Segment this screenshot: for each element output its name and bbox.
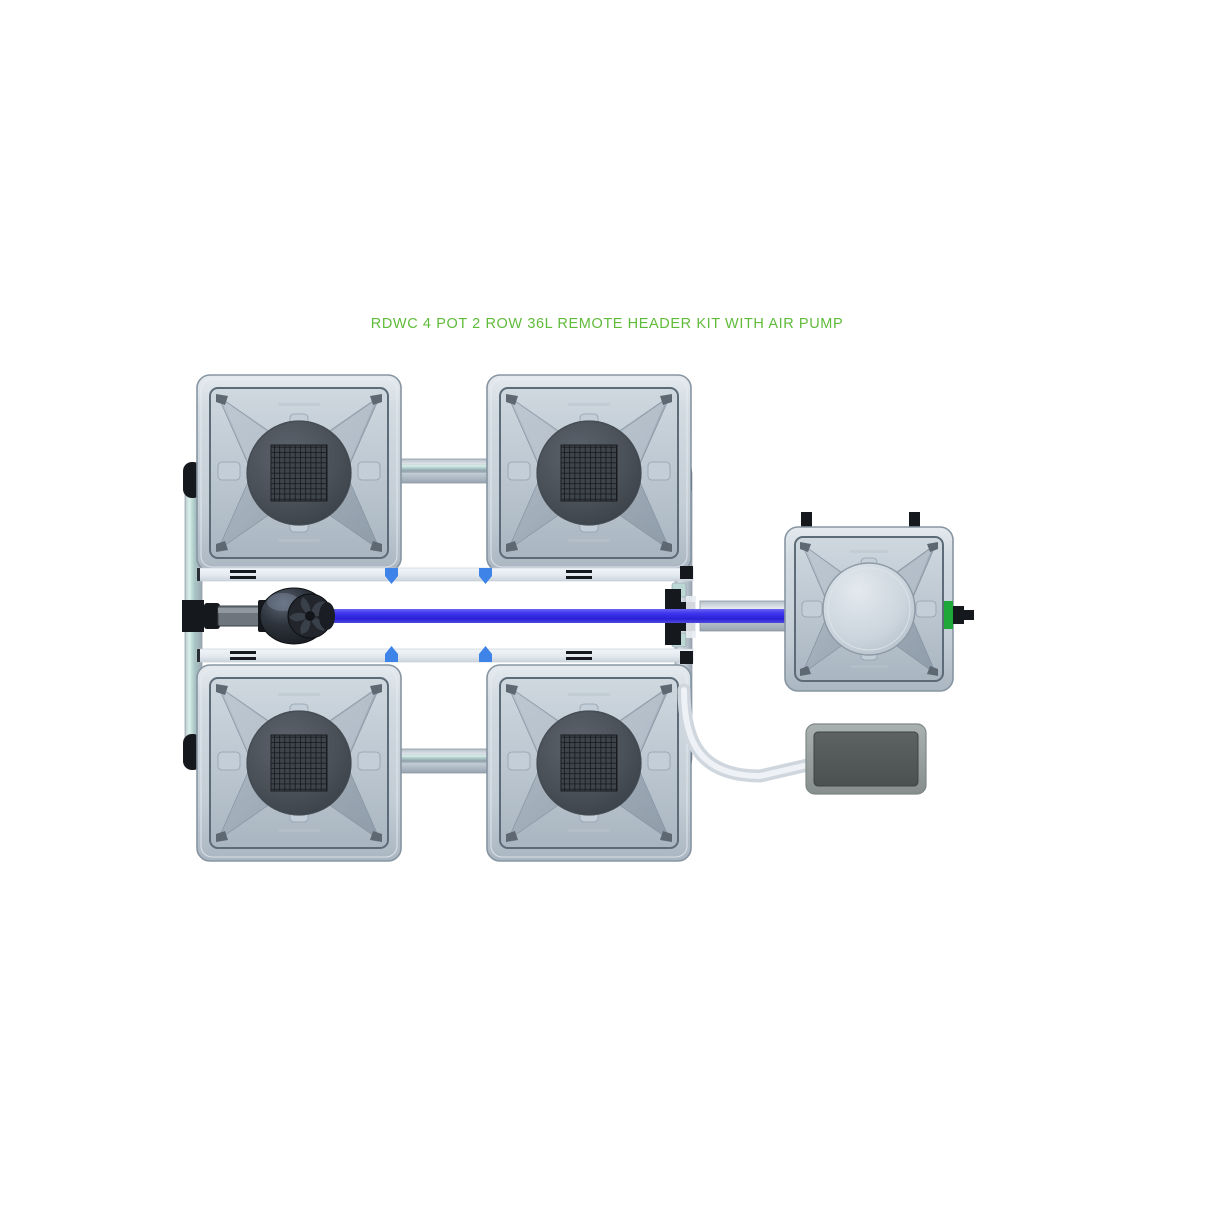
pot-top-right[interactable] — [486, 374, 692, 572]
connector-pipe-bottom — [395, 748, 493, 774]
bottom-manifold-bar — [196, 646, 694, 664]
top-manifold-bar — [196, 566, 694, 584]
pot-bottom-left[interactable] — [196, 664, 402, 862]
pot-bottom-right[interactable] — [486, 664, 692, 862]
air-pump[interactable] — [805, 723, 927, 795]
connector-pipe-top — [395, 458, 493, 484]
pot-top-left[interactable] — [196, 374, 402, 572]
water-pump[interactable] — [182, 587, 335, 645]
right-riser-tee — [318, 589, 790, 645]
air-tube — [677, 683, 819, 783]
page-title: RDWC 4 POT 2 ROW 36L REMOTE HEADER KIT W… — [370, 316, 844, 332]
remote-header[interactable] — [784, 526, 954, 692]
green-outlet-fitting — [944, 601, 974, 629]
